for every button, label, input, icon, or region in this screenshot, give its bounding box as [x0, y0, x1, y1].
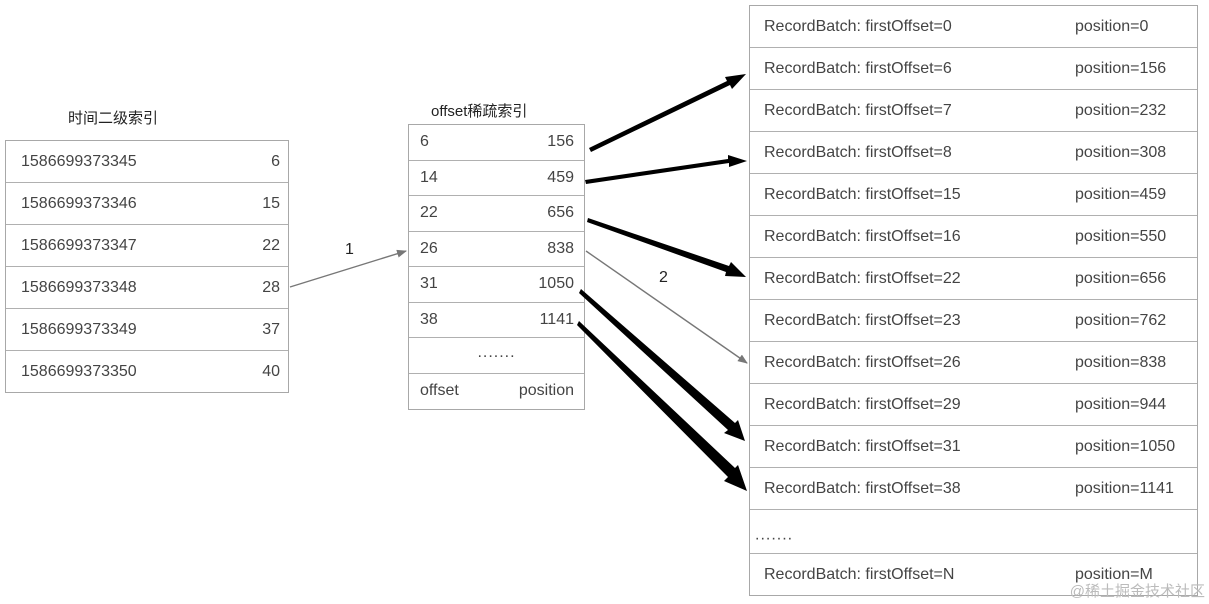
watermark: @稀土掘金技术社区 — [1069, 583, 1205, 600]
offset-cell: 31 — [420, 275, 438, 293]
ellipsis-row: ....... — [750, 510, 1197, 554]
timestamp-cell: 1586699373346 — [21, 194, 137, 212]
table-row: 1586699373349 37 — [6, 309, 288, 351]
offset-cell: 28 — [262, 278, 280, 296]
table-row: RecordBatch: firstOffset=N position=M — [750, 554, 1197, 596]
position-cell: position=0 — [1075, 17, 1149, 35]
position-cell: 656 — [547, 204, 574, 222]
sparse-index-table: 6 156 14 459 22 656 26 838 31 1050 38 1141 ...… — [408, 124, 585, 410]
offset-cell: 26 — [420, 239, 438, 257]
table-row: 1586699373348 28 — [6, 267, 288, 309]
position-cell: position=156 — [1075, 59, 1167, 77]
table-row: 1586699373347 22 — [6, 225, 288, 267]
position-cell: 156 — [547, 133, 574, 151]
offset-cell: 22 — [420, 204, 438, 222]
table-row: 1586699373345 6 — [6, 141, 288, 183]
table-row: RecordBatch: firstOffset=6 position=156 — [750, 48, 1197, 90]
first-offset-cell: RecordBatch: firstOffset=6 — [764, 59, 952, 77]
table-row: 22 656 — [409, 196, 584, 232]
bold-arrow-38 — [577, 321, 747, 491]
offset-cell: 6 — [420, 133, 429, 151]
position-cell: position=459 — [1075, 185, 1167, 203]
offset-cell: 40 — [262, 363, 280, 380]
first-offset-cell: RecordBatch: firstOffset=N — [764, 566, 955, 583]
position-cell: position=232 — [1075, 101, 1167, 119]
timestamp-cell: 1586699373350 — [21, 363, 137, 380]
table-row: RecordBatch: firstOffset=15 position=459 — [750, 174, 1197, 216]
offset-cell: 6 — [271, 152, 280, 170]
bold-arrow-6 — [589, 74, 746, 152]
table-row: RecordBatch: firstOffset=31 position=1050 — [750, 426, 1197, 468]
first-offset-cell: RecordBatch: firstOffset=26 — [764, 353, 961, 371]
position-cell: 1141 — [539, 310, 574, 328]
table-row: 31 1050 — [409, 267, 584, 303]
position-cell: position=944 — [1075, 395, 1167, 413]
table-row: 6 156 — [409, 125, 584, 161]
timestamp-cell: 1586699373345 — [21, 152, 137, 170]
step-1-arrow — [289, 249, 407, 288]
ellipsis: ....... — [477, 344, 516, 362]
offset-cell: 14 — [420, 168, 438, 186]
bold-arrow-14 — [585, 155, 747, 184]
first-offset-cell: RecordBatch: firstOffset=22 — [764, 269, 961, 287]
sparse-index-title: offset稀疏索引 — [431, 103, 528, 120]
first-offset-cell: RecordBatch: firstOffset=16 — [764, 227, 961, 245]
table-row: RecordBatch: firstOffset=8 position=308 — [750, 132, 1197, 174]
step-2-label: 2 — [659, 269, 668, 286]
table-row: 14 459 — [409, 161, 584, 196]
table-row: 1586699373350 40 — [6, 351, 288, 393]
table-row: RecordBatch: firstOffset=16 position=550 — [750, 216, 1197, 258]
position-cell: position=762 — [1075, 311, 1167, 329]
table-row: RecordBatch: firstOffset=38 position=1141 — [750, 468, 1197, 510]
bold-arrow-22 — [587, 218, 746, 277]
table-row: RecordBatch: firstOffset=29 position=944 — [750, 384, 1197, 426]
table-row: RecordBatch: firstOffset=0 position=0 — [750, 6, 1197, 48]
offset-cell: 38 — [420, 310, 438, 328]
ellipsis-row: ....... — [409, 338, 584, 374]
offset-header: offset — [420, 382, 459, 400]
position-cell: position=656 — [1075, 269, 1167, 287]
position-cell: position=838 — [1075, 353, 1167, 371]
offset-cell: 37 — [262, 320, 280, 338]
position-header: position — [518, 382, 574, 400]
first-offset-cell: RecordBatch: firstOffset=29 — [764, 395, 961, 413]
offset-cell: 15 — [262, 194, 280, 212]
position-cell: position=550 — [1075, 227, 1167, 245]
first-offset-cell: RecordBatch: firstOffset=31 — [764, 437, 961, 455]
table-row: 26 838 — [409, 232, 584, 267]
table-row: RecordBatch: firstOffset=23 position=762 — [750, 300, 1197, 342]
position-cell: position=M — [1075, 566, 1153, 583]
table-row: 1586699373346 15 — [6, 183, 288, 225]
time-index-table: 1586699373345 6 1586699373346 15 158669937… — [5, 140, 289, 393]
position-cell: 838 — [547, 239, 574, 257]
step-2-arrow — [585, 250, 748, 364]
first-offset-cell: RecordBatch: firstOffset=0 — [764, 17, 952, 35]
bold-arrow-31 — [579, 289, 745, 441]
timestamp-cell: 1586699373349 — [21, 320, 137, 338]
first-offset-cell: RecordBatch: firstOffset=15 — [764, 185, 961, 203]
table-row: RecordBatch: firstOffset=7 position=232 — [750, 90, 1197, 132]
position-cell: 459 — [547, 168, 574, 186]
table-row: RecordBatch: firstOffset=22 position=656 — [750, 258, 1197, 300]
offset-cell: 22 — [262, 236, 280, 254]
time-index-title: 时间二级索引 — [68, 110, 159, 127]
first-offset-cell: RecordBatch: firstOffset=23 — [764, 311, 961, 329]
timestamp-cell: 1586699373347 — [21, 236, 137, 254]
first-offset-cell: RecordBatch: firstOffset=38 — [764, 479, 961, 497]
position-cell: position=1050 — [1075, 437, 1176, 455]
step-1-label: 1 — [345, 241, 354, 258]
record-batch-table: RecordBatch: firstOffset=0 position=0 Rec… — [749, 5, 1198, 596]
position-cell: 1050 — [538, 275, 574, 293]
header-row: offset position — [409, 374, 584, 410]
table-row: 38 1141 — [409, 303, 584, 338]
position-cell: position=308 — [1075, 143, 1167, 161]
ellipsis: ....... — [755, 526, 794, 544]
timestamp-cell: 1586699373348 — [21, 278, 137, 296]
table-row: RecordBatch: firstOffset=26 position=838 — [750, 342, 1197, 384]
position-cell: position=1141 — [1075, 479, 1174, 497]
first-offset-cell: RecordBatch: firstOffset=7 — [764, 101, 952, 119]
first-offset-cell: RecordBatch: firstOffset=8 — [764, 143, 952, 161]
